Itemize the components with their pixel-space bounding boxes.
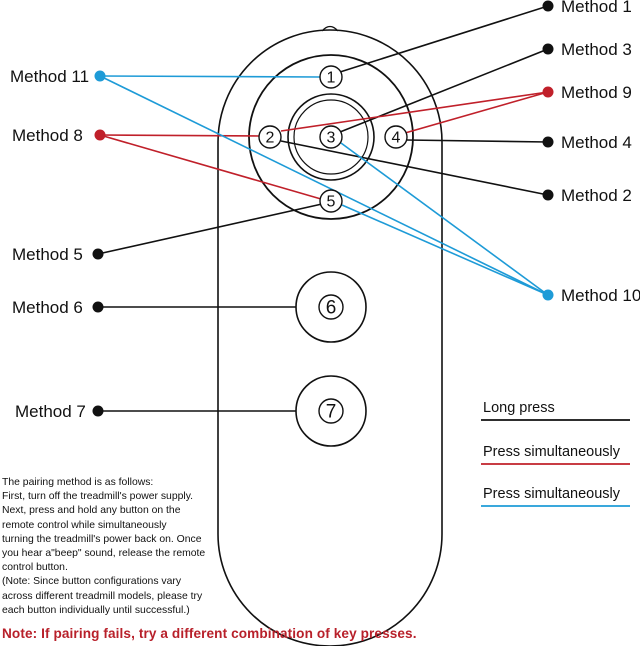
label-method-11: Method 11	[10, 67, 89, 86]
center-button-outer	[287, 93, 375, 181]
remote-control	[217, 25, 443, 646]
center-button-inner	[293, 99, 369, 175]
button-5-number: 5	[327, 194, 336, 211]
line-method-2	[280, 140, 549, 196]
instruction-line: (Note: Since button configurations vary	[2, 576, 182, 588]
button-5-circle	[319, 189, 343, 213]
red-lines	[99, 91, 549, 200]
instruction-line: Next, press and hold any button on the	[2, 505, 181, 517]
line-method-3	[339, 48, 549, 133]
button-6-number: 6	[326, 298, 337, 319]
line-method-11-to-5	[99, 75, 549, 296]
dot-method-10	[542, 289, 554, 301]
button-7-number: 7	[326, 402, 337, 423]
label-method-4: Method 4	[561, 133, 632, 152]
button-6-badge	[318, 294, 344, 320]
dot-method-7	[92, 405, 104, 417]
legend: Long press Press simultaneously Press si…	[481, 400, 630, 507]
line-method-5	[97, 203, 323, 255]
blue-lines	[99, 75, 549, 296]
instruction-line: turning the treadmill's power back on. O…	[2, 533, 202, 545]
endpoint-dots	[92, 0, 554, 417]
remote-top-notch	[321, 25, 339, 32]
dot-method-9	[542, 86, 554, 98]
dot-method-3	[542, 43, 554, 55]
button-1-circle	[319, 65, 343, 89]
legend-red-label: Press simultaneously	[483, 444, 621, 460]
method-labels: Method 1 Method 3 Method 9 Method 4 Meth…	[10, 0, 640, 421]
instruction-line: each button individually until successfu…	[2, 604, 190, 616]
label-method-3: Method 3	[561, 40, 632, 59]
line-method-8-to-2	[99, 134, 261, 137]
pairing-note: Note: If pairing fails, try a different …	[2, 626, 417, 641]
instruction-line: you hear a"beep" sound, release the remo…	[2, 548, 206, 560]
instruction-line: across different treadmill models, pleas…	[2, 590, 203, 602]
label-method-1: Method 1	[561, 0, 632, 16]
remote-body	[217, 29, 443, 646]
dot-method-11	[94, 70, 106, 82]
label-method-10: Method 10	[561, 286, 640, 305]
instruction-line: The pairing method is as follows:	[2, 477, 154, 488]
line-method-4	[405, 139, 549, 143]
instruction-line: remote control while simultaneously	[2, 519, 167, 531]
line-method-9-to-4	[404, 91, 549, 134]
pairing-instructions: The pairing method is as follows: First,…	[2, 476, 320, 618]
instruction-line: control button.	[2, 562, 68, 574]
button-4-number: 4	[392, 130, 401, 147]
legend-blue-label: Press simultaneously	[483, 486, 621, 502]
label-method-7: Method 7	[15, 402, 86, 421]
numbered-buttons: 1 2 3 4 5 6 7	[258, 65, 408, 424]
button-1-number: 1	[327, 70, 336, 87]
dot-method-2	[542, 189, 554, 201]
line-method-10-to-3	[340, 142, 549, 296]
label-method-9: Method 9	[561, 83, 632, 102]
button-7-badge	[318, 398, 344, 424]
dot-method-6	[92, 301, 104, 313]
black-lines	[97, 5, 549, 412]
dot-method-8	[94, 129, 106, 141]
dot-method-1	[542, 0, 554, 12]
line-method-10-to-5	[341, 204, 549, 296]
button-4-circle	[384, 125, 408, 149]
line-method-11-to-1	[99, 75, 321, 78]
button-2-number: 2	[266, 130, 275, 147]
button-3-number: 3	[327, 130, 336, 147]
line-method-1	[339, 5, 549, 73]
button-2-circle	[258, 125, 282, 149]
dot-method-5	[92, 248, 104, 260]
button-3-circle	[319, 125, 343, 149]
line-method-8-to-5	[99, 134, 322, 200]
line-method-9-to-2	[280, 91, 549, 132]
label-method-2: Method 2	[561, 186, 632, 205]
label-method-6: Method 6	[12, 298, 83, 317]
instruction-line: First, turn off the treadmill's power su…	[2, 491, 194, 503]
label-method-8: Method 8	[12, 126, 83, 145]
legend-long-press-label: Long press	[483, 400, 555, 416]
dpad-ring	[248, 54, 414, 220]
label-method-5: Method 5	[12, 245, 83, 264]
dot-method-4	[542, 136, 554, 148]
